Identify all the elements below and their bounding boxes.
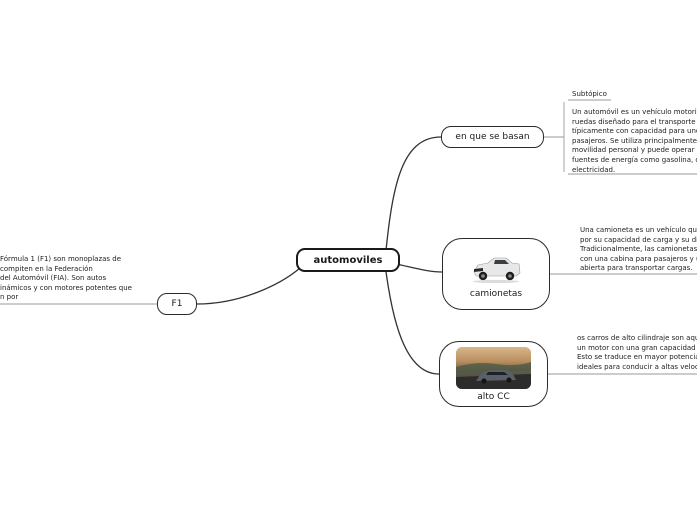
- alto-cc-note-text: os carros de alto cilindraje son aqu un …: [577, 334, 697, 371]
- central-topic[interactable]: automoviles: [296, 248, 400, 272]
- topic-alto-cc[interactable]: alto CC: [439, 341, 548, 407]
- connector-basan-note: [543, 102, 565, 172]
- connector-alto-cc: [384, 263, 440, 375]
- pickup-truck-image: [470, 250, 522, 286]
- topic-label: camionetas: [469, 288, 523, 299]
- topic-en-que-se-basan[interactable]: en que se basan: [441, 126, 544, 148]
- topic-label: F1: [171, 299, 183, 309]
- connector-f1: [196, 267, 301, 305]
- sports-car-image: [456, 346, 531, 389]
- basan-subtopic-heading: Subtópico: [572, 90, 607, 98]
- connector-basan: [384, 136, 442, 261]
- topic-f1[interactable]: F1: [157, 293, 197, 315]
- topic-label: en que se basan: [455, 132, 530, 142]
- topic-label: alto CC: [477, 391, 510, 402]
- topic-camionetas[interactable]: camionetas: [442, 238, 550, 310]
- basan-note-text: Un automóvil es un vehículo motoriza rue…: [572, 108, 697, 174]
- camionetas-note-text: Una camioneta es un vehículo que por su …: [580, 226, 697, 273]
- f1-note-text: Fórmula 1 (F1) son monoplazas de compite…: [0, 255, 132, 302]
- central-topic-label: automoviles: [313, 254, 383, 266]
